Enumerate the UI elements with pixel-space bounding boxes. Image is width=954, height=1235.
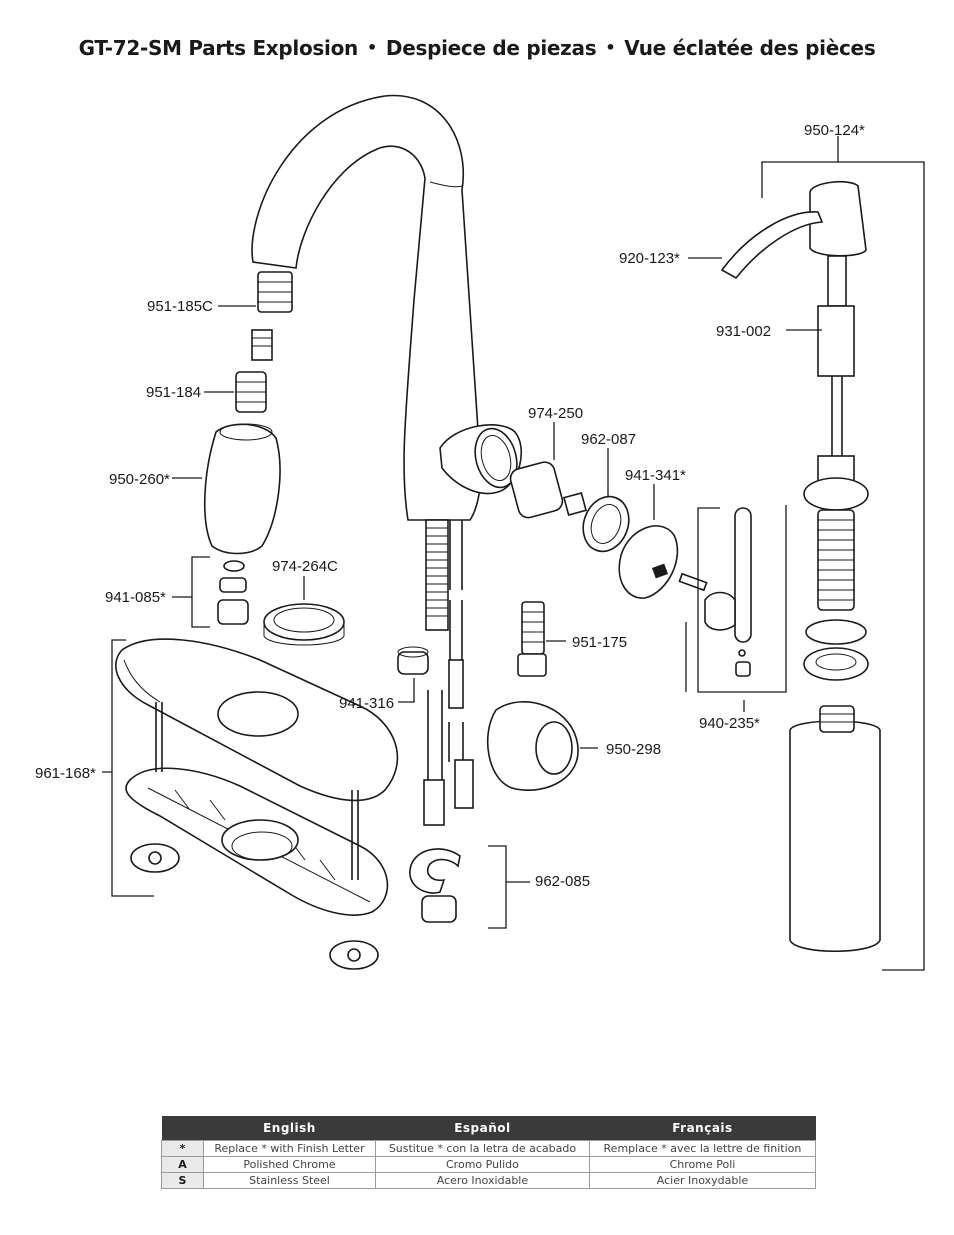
label-974-250: 974-250 xyxy=(528,405,583,422)
legend-header-code xyxy=(161,1116,204,1141)
legend-row: * Replace * with Finish Letter Sustitue … xyxy=(161,1140,817,1157)
mounting-bracket xyxy=(517,601,547,677)
legend-french: Remplace * avec la lettre de finition xyxy=(588,1140,817,1157)
legend-code: * xyxy=(161,1140,204,1157)
legend-row: A Polished Chrome Cromo Pulido Chrome Po… xyxy=(161,1156,817,1173)
faucet-body xyxy=(251,94,523,826)
label-961-168: 961-168* xyxy=(35,765,96,782)
legend-spanish: Cromo Pulido xyxy=(374,1156,590,1173)
legend-english: Polished Chrome xyxy=(203,1156,376,1173)
title-separator: • xyxy=(366,38,377,57)
legend-row: S Stainless Steel Acero Inoxidable Acier… xyxy=(161,1172,817,1189)
finish-legend-table: English Español Français * Replace * wit… xyxy=(161,1116,817,1189)
escutcheon-ring xyxy=(263,603,345,646)
spray-head xyxy=(204,423,281,555)
legend-header-row: English Español Français xyxy=(161,1116,816,1141)
cartridge xyxy=(509,461,588,519)
label-950-298: 950-298 xyxy=(606,741,661,758)
legend-english: Replace * with Finish Letter xyxy=(203,1140,376,1157)
label-941-316: 941-316 xyxy=(339,695,394,712)
label-951-175: 951-175 xyxy=(572,634,627,651)
lever-handle xyxy=(678,507,752,677)
legend-header-french: Français xyxy=(589,1116,816,1141)
label-974-264C: 974-264C xyxy=(272,558,338,575)
legend-spanish: Acero Inoxidable xyxy=(374,1172,590,1189)
label-951-185C: 951-185C xyxy=(147,298,213,315)
label-950-124: 950-124* xyxy=(804,122,865,139)
deck-gasket xyxy=(125,767,389,916)
spray-hose-fittings xyxy=(235,271,293,413)
handle-cap xyxy=(618,525,679,599)
label-962-087: 962-087 xyxy=(581,431,636,448)
legend-french: Chrome Poli xyxy=(588,1156,817,1173)
legend-header-spanish: Español xyxy=(375,1116,590,1141)
aerator-parts xyxy=(217,560,249,625)
bonnet-nut xyxy=(582,495,630,553)
legend-spanish: Sustitue * con la letra de acabado xyxy=(374,1140,590,1157)
title-spanish: Despiece de piezas xyxy=(385,36,597,60)
label-940-235: 940-235* xyxy=(699,715,760,732)
leader-lines xyxy=(102,136,925,971)
legend-french: Acier Inoxydable xyxy=(588,1172,817,1189)
legend-header-english: English xyxy=(203,1116,376,1141)
label-920-123: 920-123* xyxy=(619,250,680,267)
label-941-085: 941-085* xyxy=(105,589,166,606)
label-931-002: 931-002 xyxy=(716,323,771,340)
label-962-085: 962-085 xyxy=(535,873,590,890)
page-title: GT-72-SM Parts Explosion • Despiece de pie… xyxy=(0,36,954,60)
parts-explosion-diagram: 950-124* 920-123* 931-002 951-185C 951-1… xyxy=(35,94,925,971)
part-labels: 950-124* 920-123* 931-002 951-185C 951-1… xyxy=(35,122,865,890)
title-english: GT-72-SM Parts Explosion xyxy=(78,36,359,60)
mounting-studs xyxy=(130,702,379,970)
legend-english: Stainless Steel xyxy=(203,1172,376,1189)
label-941-341: 941-341* xyxy=(625,467,686,484)
horseshoe-washer-and-nut xyxy=(409,848,461,923)
label-950-260: 950-260* xyxy=(109,471,170,488)
legend-code: A xyxy=(161,1156,204,1173)
title-french: Vue éclatée des pièces xyxy=(624,36,876,60)
legend-code: S xyxy=(161,1172,204,1189)
label-951-184: 951-184 xyxy=(146,384,201,401)
deck-plate xyxy=(115,638,399,802)
title-separator: • xyxy=(605,38,616,57)
weight-ball xyxy=(486,701,579,791)
soap-dispenser xyxy=(720,180,881,952)
lock-nut xyxy=(397,646,429,675)
